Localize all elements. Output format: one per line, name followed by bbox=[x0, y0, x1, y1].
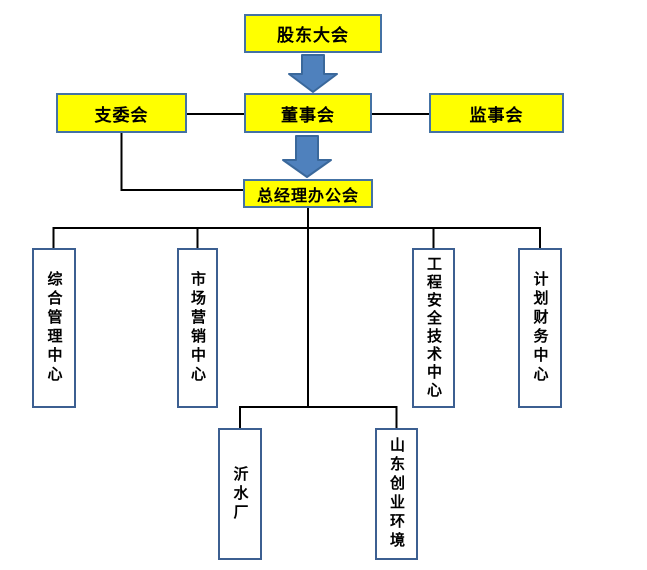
node-gm-office-meeting: 总经理办公会 bbox=[243, 179, 373, 208]
node-engineering-safety-tech-center: 工程安全技术中心 bbox=[412, 248, 455, 408]
block-arrow-down-icon-top bbox=[288, 54, 338, 93]
node-yishui-plant: 沂水厂 bbox=[218, 428, 262, 560]
node-branch-committee: 支委会 bbox=[56, 93, 187, 133]
node-planning-finance-center: 计划财务中心 bbox=[518, 248, 562, 408]
edge-branch-to-gmoffice bbox=[120, 133, 243, 191]
node-board-of-directors: 董事会 bbox=[244, 93, 372, 133]
node-general-management-center: 综合管理中心 bbox=[32, 248, 76, 408]
node-supervisory-board: 监事会 bbox=[429, 93, 564, 133]
node-marketing-center: 市场营销中心 bbox=[177, 248, 218, 408]
node-shandong-chuangye-environment: 山东创业环境 bbox=[375, 428, 418, 560]
node-shareholders-meeting: 股东大会 bbox=[244, 14, 382, 53]
block-arrow-down-icon-middle bbox=[282, 135, 332, 178]
